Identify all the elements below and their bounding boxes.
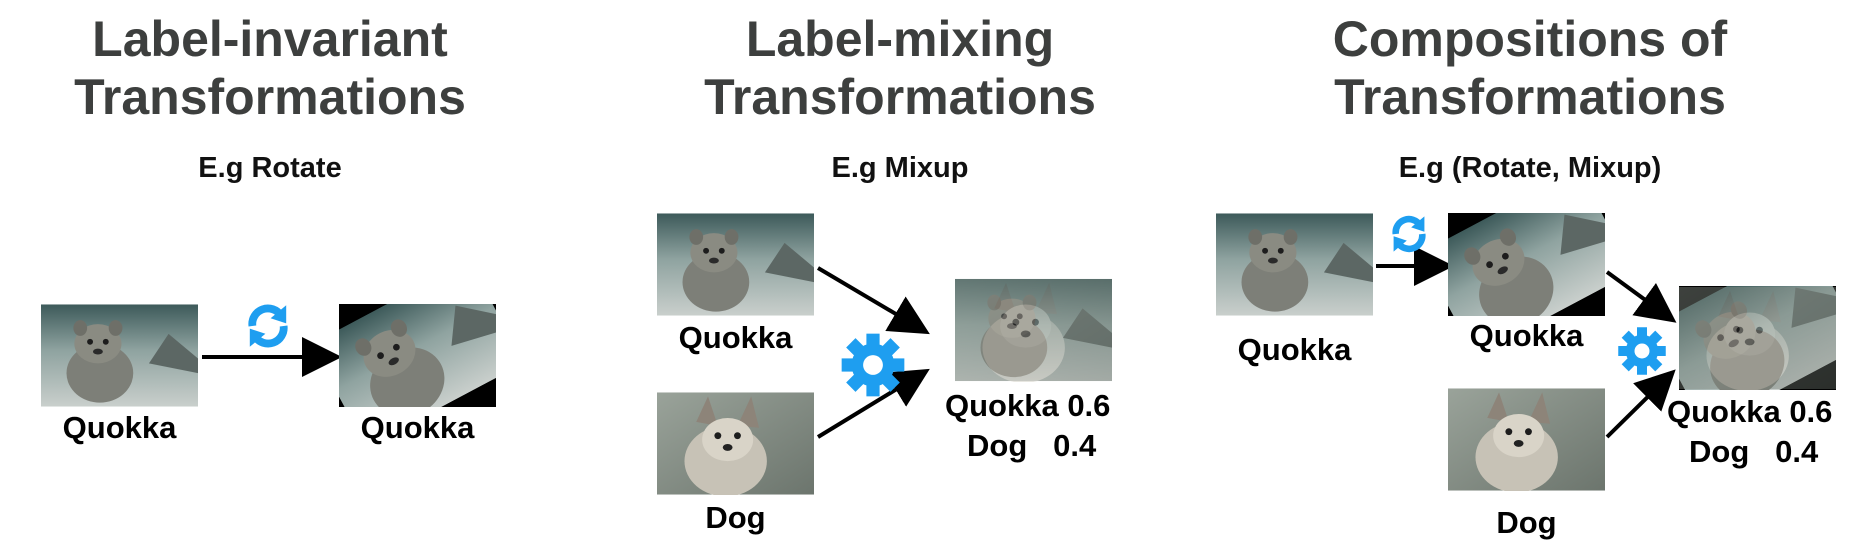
mixup-arrow-a — [816, 266, 930, 335]
panel1-output-label: Quokka — [360, 410, 475, 445]
quokka-image — [1216, 213, 1373, 316]
dog-image — [1448, 388, 1605, 491]
compose-arrow-b — [1605, 369, 1676, 439]
panel2-title: Label-mixing Transformations — [650, 10, 1150, 126]
panel3-input-label: Quokka — [1237, 332, 1352, 367]
quokka-image — [41, 304, 198, 407]
panel3-output-label: Quokka 0.6 Dog 0.4 — [1667, 392, 1832, 472]
panel3-title-line1: Compositions of — [1332, 11, 1728, 67]
gear-icon — [840, 332, 906, 398]
panel2-output-label: Quokka 0.6 Dog 0.4 — [945, 386, 1110, 466]
panel1-title: Label-invariant Transformations — [20, 10, 520, 126]
panel2-title-line1: Label-mixing — [745, 11, 1055, 67]
panel2-dog-label: Dog — [705, 500, 766, 535]
panel3-output-line2: Dog 0.4 — [1689, 434, 1819, 469]
compose-arrow-a — [1605, 270, 1677, 323]
composed-image — [1679, 286, 1836, 390]
panel3-title: Compositions of Transformations — [1280, 10, 1780, 126]
panel2-output-line1: Quokka 0.6 — [945, 388, 1111, 423]
panel3-rotated-label: Quokka — [1469, 318, 1584, 353]
panel2-title-line2: Transformations — [704, 69, 1096, 125]
panel1-subtitle: E.g Rotate — [198, 152, 342, 184]
panel2-output-line2: Dog 0.4 — [967, 428, 1097, 463]
panel3-subtitle: E.g (Rotate, Mixup) — [1398, 152, 1662, 184]
panel2-subtitle: E.g Mixup — [831, 152, 969, 184]
mixup-image — [955, 278, 1112, 382]
panel1-title-line1: Label-invariant — [92, 11, 448, 67]
panel3-dog-label: Dog — [1496, 505, 1557, 540]
dog-image — [657, 392, 814, 495]
quokka-image — [657, 213, 814, 316]
panel3-output-line1: Quokka 0.6 — [1667, 394, 1833, 429]
rotated-quokka-image — [1448, 213, 1605, 316]
panel1-input-label: Quokka — [62, 410, 177, 445]
rotate-icon — [1386, 212, 1432, 256]
panel3-title-line2: Transformations — [1334, 69, 1726, 125]
gear-icon — [1617, 326, 1667, 376]
rotate-icon — [239, 300, 297, 352]
rotated-quokka-image — [339, 304, 496, 407]
panel1-title-line2: Transformations — [74, 69, 466, 125]
mixup-arrow-b — [816, 368, 930, 439]
panel2-quokka-label: Quokka — [678, 320, 793, 355]
